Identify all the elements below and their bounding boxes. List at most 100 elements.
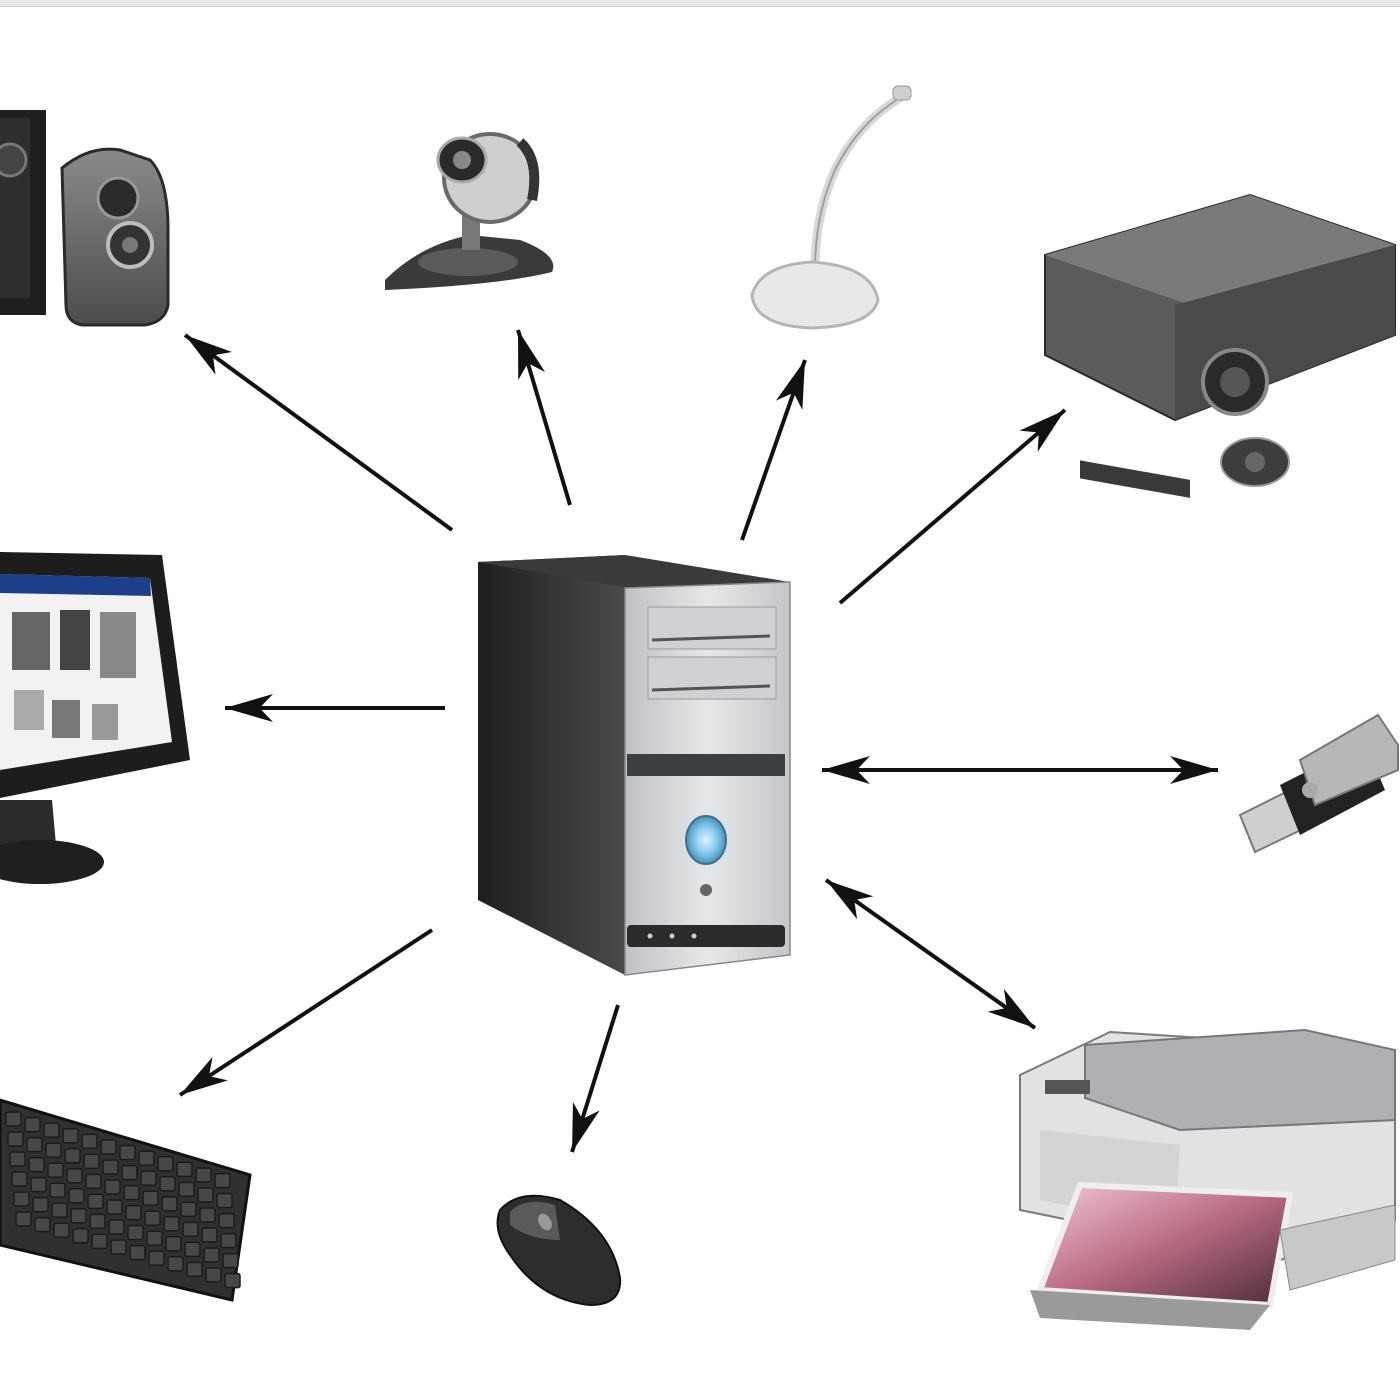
- keyboard-key: [195, 1167, 212, 1183]
- keyboard-key: [125, 1204, 142, 1221]
- mouse-icon: [496, 1194, 622, 1307]
- keyboard-key: [186, 1261, 203, 1278]
- keyboard-key: [66, 1168, 83, 1184]
- microphone-icon: [750, 85, 912, 330]
- keyboard-key: [184, 1241, 201, 1258]
- keyboard-key: [176, 1161, 193, 1178]
- keyboard-key: [28, 1156, 45, 1173]
- arrowhead-monitor: [225, 694, 273, 722]
- keyboard-key: [157, 1156, 174, 1172]
- arrowhead-webcam: [518, 330, 546, 380]
- keyboard-key: [163, 1216, 180, 1232]
- keyboard-key: [9, 1151, 26, 1167]
- keyboard-key: [138, 1150, 155, 1166]
- keyboard-key: [167, 1256, 184, 1272]
- keyboard-key: [47, 1162, 64, 1178]
- keyboard-key: [49, 1182, 66, 1198]
- keyboard-key: [161, 1196, 178, 1212]
- arrowhead-projector: [1019, 410, 1065, 452]
- arrowhead-keyboard: [180, 1056, 228, 1095]
- keyboard-key: [100, 1139, 117, 1155]
- keyboard-key: [85, 1173, 102, 1190]
- keyboard-key: [91, 1233, 108, 1250]
- keyboard-key: [30, 1176, 47, 1193]
- keyboard-key: [5, 1111, 22, 1127]
- keyboard-key: [224, 1272, 241, 1289]
- keyboard-key: [26, 1136, 43, 1153]
- keyboard-key: [140, 1170, 157, 1186]
- keyboard-key: [15, 1211, 32, 1227]
- keyboard-key: [214, 1172, 231, 1189]
- keyboard-key: [68, 1188, 85, 1204]
- arrowhead-usb-flash-drive-back: [822, 756, 870, 784]
- keyboard-key: [205, 1267, 222, 1283]
- keyboard-key: [180, 1201, 197, 1218]
- keyboard-key: [81, 1133, 98, 1150]
- keyboard-key: [142, 1190, 159, 1206]
- keyboard-key: [123, 1184, 140, 1201]
- keyboard-key: [119, 1144, 136, 1161]
- arrow-printer: [824, 878, 1037, 1030]
- keyboard-key: [121, 1164, 138, 1181]
- keyboard-key: [199, 1207, 216, 1223]
- keyboard-key: [110, 1239, 127, 1255]
- keyboard-key: [197, 1187, 214, 1203]
- keyboard-key: [62, 1128, 79, 1144]
- keyboard-key: [106, 1199, 123, 1215]
- keyboard-key: [165, 1236, 182, 1252]
- connection-arrows: [178, 329, 1218, 1153]
- arrowhead-speakers: [185, 335, 233, 375]
- keyboard-key: [102, 1159, 119, 1175]
- keyboard-key: [146, 1230, 163, 1246]
- keyboard-key: [24, 1116, 41, 1133]
- keyboard-key: [7, 1131, 24, 1147]
- keyboard-key: [70, 1208, 87, 1224]
- arrow-projector: [838, 408, 1067, 605]
- printer-icon: [1019, 1028, 1396, 1330]
- keyboard-key: [83, 1153, 100, 1170]
- usb-flash-drive-icon: [1238, 713, 1399, 854]
- webcam-icon: [385, 132, 554, 290]
- monitor-icon: [0, 552, 190, 884]
- arrowhead-printer: [987, 988, 1035, 1028]
- keyboard-key: [218, 1212, 235, 1229]
- arrow-speakers: [183, 333, 454, 532]
- keyboard-key: [159, 1176, 176, 1192]
- keyboard-key: [216, 1192, 233, 1209]
- computer-tower-icon: [478, 555, 791, 976]
- arrow-keyboard: [178, 928, 434, 1097]
- keyboard-key: [13, 1191, 30, 1207]
- keyboard-key: [32, 1196, 49, 1213]
- keyboard-key: [34, 1216, 51, 1233]
- keyboard-key: [53, 1222, 70, 1238]
- keyboard-key: [182, 1221, 199, 1238]
- keyboard-key: [64, 1148, 81, 1164]
- keyboard-key: [129, 1244, 146, 1261]
- keyboard-key: [201, 1227, 218, 1243]
- keyboard-key: [108, 1219, 125, 1235]
- keyboard-key: [144, 1210, 161, 1226]
- arrowhead-usb-flash-drive: [1170, 756, 1218, 784]
- keyboard-key: [45, 1142, 62, 1158]
- keyboard-key: [51, 1202, 68, 1218]
- keyboard-key: [89, 1213, 106, 1230]
- keyboard-key: [178, 1181, 195, 1198]
- top-border: [0, 0, 1400, 7]
- keyboard-icon: [0, 1098, 252, 1302]
- keyboard-key: [220, 1232, 237, 1249]
- arrowhead-printer-back: [826, 880, 874, 920]
- projector-icon: [1044, 193, 1396, 498]
- keyboard-key: [43, 1122, 60, 1138]
- keyboard-key: [72, 1228, 89, 1244]
- speakers-icon: [0, 110, 170, 327]
- arrowhead-microphone: [775, 360, 805, 410]
- keyboard-key: [222, 1252, 239, 1269]
- keyboard-key: [11, 1171, 28, 1187]
- keyboard-key: [104, 1179, 121, 1195]
- keyboard-key: [148, 1250, 165, 1266]
- keyboard-key: [87, 1193, 104, 1210]
- keyboard-key: [203, 1247, 220, 1263]
- arrowhead-mouse: [572, 1102, 600, 1152]
- keyboard-key: [127, 1224, 144, 1241]
